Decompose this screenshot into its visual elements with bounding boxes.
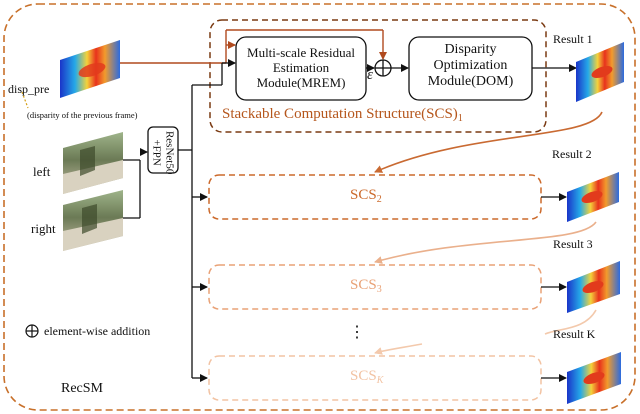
scs1-frame <box>209 19 547 133</box>
disp-pre-heatmap <box>60 40 120 98</box>
disp-pre-label: disp_pre <box>8 82 50 96</box>
result-2-label: Result 2 <box>552 147 592 161</box>
legend-plus-icon <box>25 324 39 338</box>
disp-pre-note: (disparity of the previous frame) <box>27 110 138 120</box>
stage-ellipsis: ⋮ <box>349 324 365 341</box>
epsilon-label: ε <box>367 67 373 83</box>
resultK-heatmap <box>567 352 621 404</box>
scsK-frame <box>208 355 542 401</box>
result3-heatmap <box>567 261 620 313</box>
result2-heatmap <box>567 172 619 222</box>
result-3-label: Result 3 <box>553 237 593 251</box>
scs3-frame <box>208 264 542 310</box>
left-label: left <box>33 164 51 179</box>
recsm-label: RecSM <box>61 381 103 396</box>
mrem-label: Multi-scale Residual Estimation Module(M… <box>247 45 355 90</box>
right-image <box>63 190 123 251</box>
recsm-frame <box>3 3 636 411</box>
right-label: right <box>31 221 56 236</box>
legend-text: element-wise addition <box>44 324 151 338</box>
scsK-label: SCSK <box>350 368 384 386</box>
dom-label: Disparity Optimization Module(DOM) <box>427 42 514 90</box>
result1-heatmap <box>576 42 624 102</box>
scs2-label: SCS2 <box>350 187 382 205</box>
left-image <box>63 132 123 194</box>
backbone-label: ResNet50 +FPN <box>151 130 176 175</box>
scs3-label: SCS3 <box>350 277 382 295</box>
scs1-title: Stackable Computation Structure(SCS)1 <box>222 106 463 124</box>
result-k-label: Result K <box>553 327 596 341</box>
scs2-frame <box>208 174 542 220</box>
result-1-label: Result 1 <box>553 32 593 46</box>
